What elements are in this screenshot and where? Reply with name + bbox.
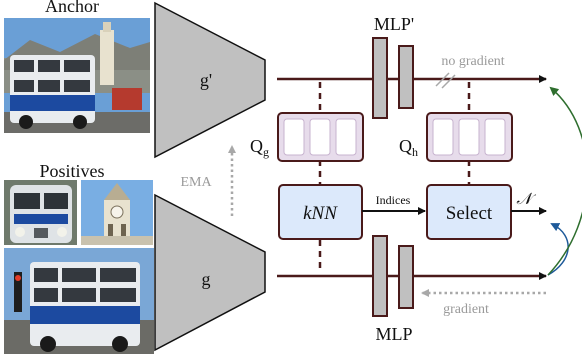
positive-image-2 <box>81 180 153 245</box>
queue-g <box>277 112 364 162</box>
online-mlp-layer-2 <box>398 245 414 309</box>
positive-image-3 <box>4 248 154 354</box>
online-mlp-layer-1 <box>372 235 388 317</box>
momentum-encoder-label: g' <box>200 70 212 90</box>
indices-label: Indices <box>376 193 411 207</box>
no-gradient-label: no gradient <box>441 54 504 69</box>
queue-h-label: Qh <box>399 136 418 159</box>
knn-text: kNN <box>303 203 338 224</box>
blue-curved-arrow <box>547 223 569 276</box>
momentum-mlp-layer-2 <box>398 45 414 109</box>
positive-image-1 <box>4 180 77 245</box>
green-curved-arrow <box>547 86 582 276</box>
select-label: Select <box>446 203 493 224</box>
positives-label: Positives <box>39 161 104 181</box>
online-encoder <box>154 193 266 352</box>
anchor-label: Anchor <box>45 0 99 16</box>
knn-label: kNN <box>303 203 338 224</box>
stop-gradient-mark <box>435 72 450 87</box>
momentum-mlp-layer-1 <box>372 37 388 119</box>
momentum-encoder <box>154 1 266 159</box>
online-mlp-label: MLP <box>375 324 412 344</box>
neighbors-symbol: 𝒩 <box>516 191 536 208</box>
gradient-label: gradient <box>443 302 489 317</box>
queue-h <box>426 112 513 162</box>
queue-g-label: Qg <box>250 136 269 159</box>
momentum-mlp-label: MLP' <box>374 14 414 34</box>
anchor-image <box>4 18 150 133</box>
ema-label: EMA <box>180 175 212 190</box>
online-encoder-label: g <box>202 269 211 289</box>
